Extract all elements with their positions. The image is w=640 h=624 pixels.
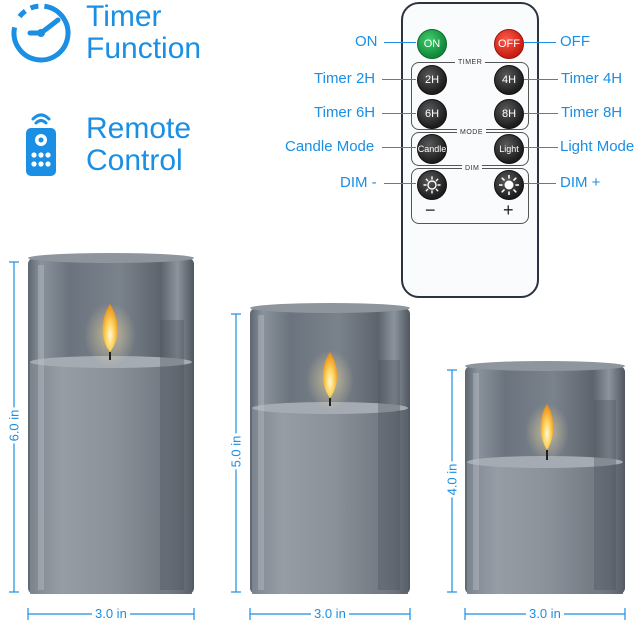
connector-dim-minus bbox=[384, 183, 416, 184]
on-button[interactable]: ON bbox=[417, 29, 447, 59]
dim-group-title: DIM bbox=[462, 165, 483, 172]
sun-bright-icon bbox=[499, 175, 519, 195]
connector-timer-8h bbox=[524, 113, 558, 114]
sun-dim-icon bbox=[423, 176, 441, 194]
remote-title: Remote bbox=[86, 112, 192, 145]
large-height-label: 6.0 in bbox=[6, 407, 22, 444]
timer-title: Timer bbox=[86, 0, 162, 33]
label-off: OFF bbox=[560, 33, 590, 50]
control-title: Control bbox=[86, 144, 183, 177]
small-height-label: 4.0 in bbox=[444, 461, 460, 498]
label-timer-4h: Timer 4H bbox=[561, 70, 623, 87]
connector-on bbox=[384, 42, 416, 43]
label-dim-plus: DIM + bbox=[560, 174, 601, 191]
label-timer-6h: Timer 6H bbox=[314, 104, 376, 121]
mode-group-title: MODE bbox=[457, 129, 486, 136]
dim-down-button[interactable] bbox=[417, 170, 447, 200]
dim-up-button[interactable] bbox=[494, 170, 524, 200]
connector-timer-6h bbox=[382, 113, 416, 114]
timer-4h-button[interactable]: 4H bbox=[494, 65, 524, 95]
label-timer-8h: Timer 8H bbox=[561, 104, 623, 121]
medium-width-label: 3.0 in bbox=[311, 606, 349, 621]
connector-candle-mode bbox=[382, 147, 416, 148]
plus-symbol: + bbox=[503, 200, 514, 220]
connector-timer-4h bbox=[524, 79, 558, 80]
large-width-label: 3.0 in bbox=[92, 606, 130, 621]
small-candle bbox=[465, 361, 625, 594]
small-width-label: 3.0 in bbox=[526, 606, 564, 621]
medium-height-label: 5.0 in bbox=[228, 433, 244, 470]
connector-dim-plus bbox=[524, 183, 556, 184]
light-mode-button[interactable]: Light bbox=[494, 134, 524, 164]
remote-control-icon bbox=[26, 113, 56, 176]
remote-control: ON OFF TIMER 2H 4H 6H 8H MODE Candle Lig… bbox=[401, 2, 539, 298]
connector-timer-2h bbox=[382, 79, 416, 80]
timer-group-title: TIMER bbox=[455, 59, 486, 66]
timer-2h-button[interactable]: 2H bbox=[417, 65, 447, 95]
clock-timer-icon bbox=[11, 3, 71, 63]
connector-light-mode bbox=[524, 147, 558, 148]
label-light-mode: Light Mode bbox=[560, 138, 635, 155]
label-dim-minus: DIM - bbox=[340, 174, 377, 191]
off-button[interactable]: OFF bbox=[494, 29, 524, 59]
connector-off bbox=[524, 42, 556, 43]
label-on: ON bbox=[355, 33, 378, 50]
label-candle-mode: Candle Mode bbox=[285, 138, 375, 155]
function-title: Function bbox=[86, 32, 202, 65]
minus-symbol: − bbox=[425, 200, 436, 220]
medium-candle bbox=[250, 303, 410, 594]
large-candle bbox=[28, 253, 194, 594]
label-timer-2h: Timer 2H bbox=[314, 70, 376, 87]
candle-mode-button[interactable]: Candle bbox=[417, 134, 447, 164]
timer-8h-button[interactable]: 8H bbox=[494, 99, 524, 129]
timer-6h-button[interactable]: 6H bbox=[417, 99, 447, 129]
